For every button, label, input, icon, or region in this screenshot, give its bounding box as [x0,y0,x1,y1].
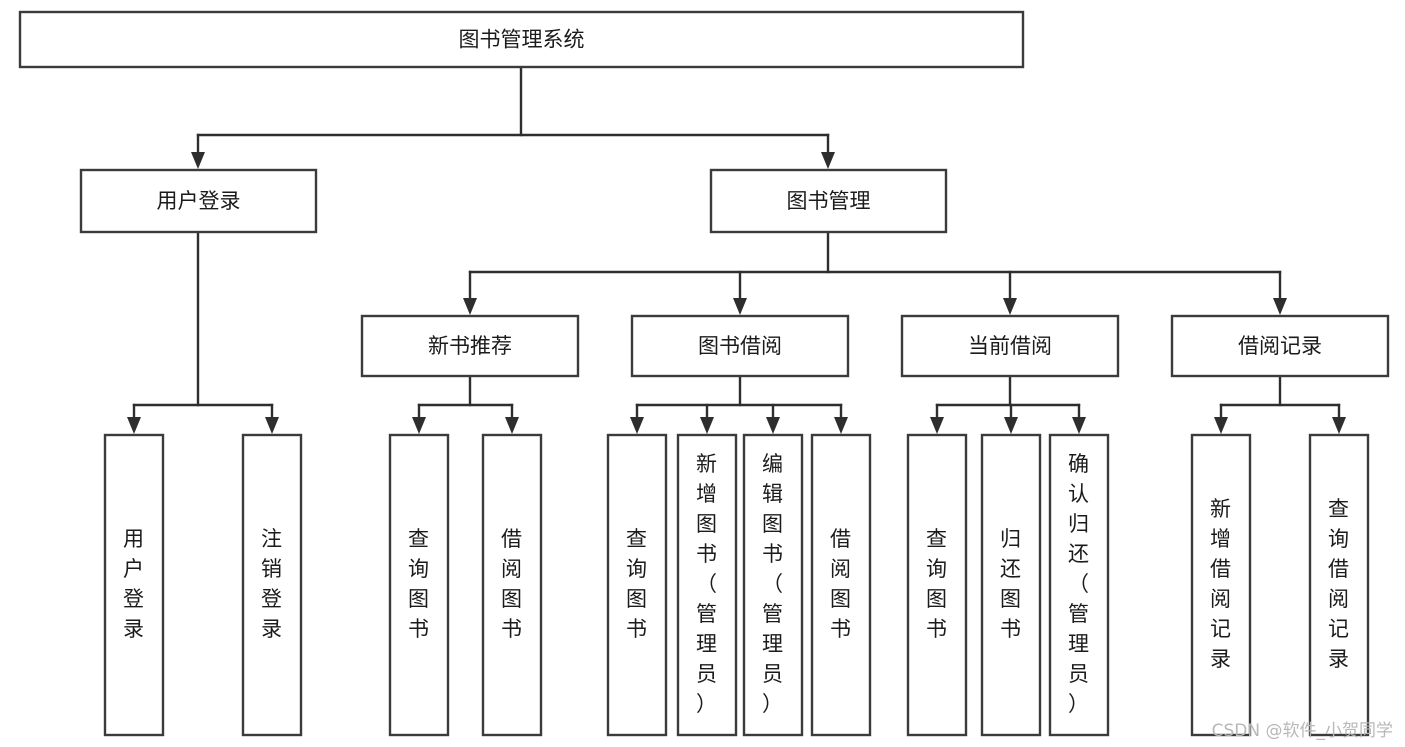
arrow-head-icon [1332,417,1346,434]
arrow-head-icon [412,417,426,434]
csdn-watermark: CSDN @软件_小贺同学 [1211,721,1393,741]
leaf-node-确认归还管理员[interactable]: 确认归还（管理员） [1048,433,1110,737]
node-box[interactable] [709,168,948,234]
arrow-head-icon [733,298,747,315]
node-label: 查询图书 [408,527,430,641]
level3-node-图书借阅[interactable]: 图书借阅 [630,314,850,378]
arrow-head-icon [1072,417,1086,434]
connector-group-图书借阅 [630,374,848,434]
node-label: 借阅记录 [1238,334,1322,358]
node-label: 图书管理 [787,189,871,213]
leaf-node-查询借阅记录[interactable]: 查询借阅记录 [1308,433,1370,737]
node-box[interactable] [79,168,318,234]
node-box[interactable] [1308,433,1370,737]
node-box[interactable] [906,433,968,737]
root-node-图书管理系统[interactable]: 图书管理系统 [18,10,1025,69]
arrow-head-icon [127,417,141,434]
leaf-node-查询图书[interactable]: 查询图书 [606,433,668,737]
node-box[interactable] [980,433,1042,737]
node-box[interactable] [606,433,668,737]
node-label: 借阅图书 [830,527,852,641]
leaf-node-用户登录[interactable]: 用户登录 [103,433,165,737]
node-box[interactable] [676,433,738,737]
node-label: 查询图书 [626,527,648,641]
connector-group-用户登录 [127,230,279,434]
node-box[interactable] [1190,433,1252,737]
leaf-node-归还图书[interactable]: 归还图书 [980,433,1042,737]
connector-group-借阅记录 [1214,374,1346,434]
node-box[interactable] [742,433,804,737]
node-box[interactable] [241,433,303,737]
arrow-head-icon [1003,298,1017,315]
node-label: 查询图书 [926,527,948,641]
node-label: 当前借阅 [968,334,1052,358]
arrow-head-icon [930,417,944,434]
node-label: 新增借阅记录 [1210,497,1232,671]
node-label: 编辑图书（管理员） [762,452,784,716]
connector-group-新书推荐 [412,374,519,434]
node-layer: 图书管理系统用户登录图书管理新书推荐图书借阅当前借阅借阅记录用户登录注销登录查询… [18,10,1390,737]
node-box[interactable] [630,314,850,378]
arrow-head-icon [834,417,848,434]
node-label: 用户登录 [123,527,145,641]
node-label: 查询借阅记录 [1328,497,1350,671]
leaf-node-新增图书管理员[interactable]: 新增图书（管理员） [676,433,738,737]
arrow-head-icon [265,417,279,434]
node-label: 注销登录 [261,527,283,641]
connector-layer [127,65,1346,434]
node-label: 图书借阅 [698,334,782,358]
node-label: 用户登录 [157,189,241,213]
node-box[interactable] [103,433,165,737]
connector-group-图书管理 [463,230,1287,315]
node-box[interactable] [810,433,872,737]
node-label: 图书管理系统 [459,28,585,52]
node-label: 新增图书（管理员） [696,452,718,716]
node-box[interactable] [18,10,1025,69]
arrow-head-icon [1214,417,1228,434]
level3-node-新书推荐[interactable]: 新书推荐 [360,314,580,378]
node-label: 确认归还（管理员） [1068,452,1090,716]
arrow-head-icon [766,417,780,434]
level2-node-用户登录[interactable]: 用户登录 [79,168,318,234]
arrow-head-icon [463,298,477,315]
connector-group-当前借阅 [930,374,1086,434]
leaf-node-借阅图书[interactable]: 借阅图书 [810,433,872,737]
node-box[interactable] [388,433,450,737]
arrow-head-icon [700,417,714,434]
arrow-head-icon [505,417,519,434]
leaf-node-查询图书[interactable]: 查询图书 [906,433,968,737]
leaf-node-查询图书[interactable]: 查询图书 [388,433,450,737]
node-box[interactable] [360,314,580,378]
leaf-node-注销登录[interactable]: 注销登录 [241,433,303,737]
node-label: 借阅图书 [501,527,523,641]
level3-node-当前借阅[interactable]: 当前借阅 [900,314,1120,378]
connector-group-图书管理系统 [191,65,835,169]
node-box[interactable] [900,314,1120,378]
node-label: 归还图书 [1000,527,1022,641]
node-label: 新书推荐 [428,334,512,358]
level3-node-借阅记录[interactable]: 借阅记录 [1170,314,1390,378]
arrow-head-icon [1004,417,1018,434]
leaf-node-新增借阅记录[interactable]: 新增借阅记录 [1190,433,1252,737]
arrow-head-icon [630,417,644,434]
arrow-head-icon [821,152,835,169]
leaf-node-借阅图书[interactable]: 借阅图书 [481,433,543,737]
arrow-head-icon [191,152,205,169]
leaf-node-编辑图书管理员[interactable]: 编辑图书（管理员） [742,433,804,737]
level2-node-图书管理[interactable]: 图书管理 [709,168,948,234]
node-box[interactable] [1048,433,1110,737]
node-box[interactable] [481,433,543,737]
arrow-head-icon [1273,298,1287,315]
node-box[interactable] [1170,314,1390,378]
